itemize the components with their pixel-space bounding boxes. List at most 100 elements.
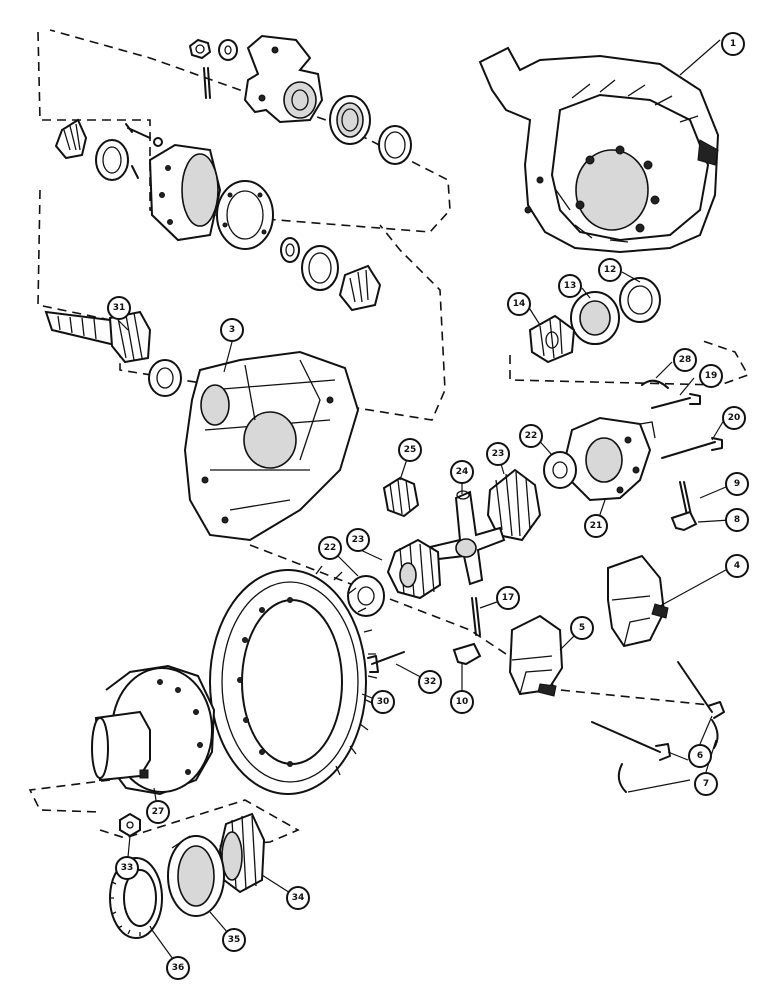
callout-number: 4 [734,561,740,571]
assembled-differential [478,46,720,254]
drive-pinion [44,310,152,364]
callout-number: 31 [113,303,126,313]
oil-seal [329,95,371,145]
bearing-cup-small [95,139,129,181]
callout-number: 5 [579,623,585,633]
lock-plate-10 [452,642,482,666]
callout-number: 25 [404,445,417,455]
yoke-cotter-pin [203,67,211,99]
callout-32: 32 [418,670,442,694]
bearing-cup-12 [619,277,661,323]
callout-19: 19 [699,364,723,388]
callout-number: 36 [172,963,185,973]
callout-number: 6 [697,751,703,761]
callout-14: 14 [507,292,531,316]
callout-35: 35 [222,928,246,952]
lock-wire-7-lower [617,763,627,793]
group-outline-bearing-right [509,339,750,386]
callout-25: 25 [398,438,422,462]
callout-36: 36 [166,956,190,980]
differential-carrier-housing [183,350,360,542]
callout-number: 7 [703,779,709,789]
bearing-cap-4 [607,554,669,648]
cotter-pin-17 [471,597,481,636]
diff-case-left-27 [91,664,216,796]
callout-22-right: 22 [519,424,543,448]
lock-wire-28 [641,379,669,389]
callout-number: 19 [705,371,718,381]
callout-number: 17 [502,593,515,603]
callout-9: 9 [725,472,749,496]
callout-3: 3 [220,318,244,342]
cage-cap-screw [125,123,151,139]
ring-gear-30 [209,565,378,795]
side-gear-23-right [486,468,542,542]
yoke-washer [218,39,238,61]
group-outline-pinion-cage [37,29,451,233]
callout-number: 23 [352,535,365,545]
group-outline-pinion-housing [37,189,446,421]
callout-24: 24 [450,460,474,484]
callout-17: 17 [496,586,520,610]
lock-plate-8 [670,510,698,532]
callout-22-left: 22 [318,536,342,560]
spacer-ring [280,237,300,263]
callout-number: 32 [424,677,437,687]
callout-23-right: 23 [486,442,510,466]
yoke-flange [243,34,324,124]
pilot-bearing [148,359,182,397]
callout-number: 13 [564,281,577,291]
bearing-cone-small [54,118,88,160]
callout-13: 13 [558,274,582,298]
side-gear-23-left [386,538,442,600]
callout-number: 22 [324,543,337,553]
diff-case-half-21 [564,416,656,502]
callout-number: 23 [492,449,505,459]
callout-number: 1 [730,39,736,49]
callout-20: 20 [722,406,746,430]
cap-screw-6-lower [591,721,671,761]
callout-8: 8 [725,508,749,532]
callout-number: 14 [513,299,526,309]
callout-1: 1 [721,32,745,56]
bearing-cup-35 [167,835,225,917]
callout-28: 28 [673,348,697,372]
bolt-19 [651,393,701,409]
bearing-cone-34 [218,812,266,894]
cage-lock-washer [153,137,163,147]
yoke-nut [188,38,212,60]
callout-number: 28 [679,355,692,365]
pinion-gear-25 [382,476,420,518]
bearing-cup-outer [301,245,339,291]
bolt-20 [661,437,723,459]
callout-number: 20 [728,413,741,423]
ring-gear-bolt-32 [367,651,405,673]
callout-number: 8 [734,515,740,525]
bearing-cup-13 [570,291,620,345]
callout-27: 27 [146,800,170,824]
seal-retainer-ring [378,125,412,165]
cage-dowel [131,165,139,179]
callout-21: 21 [584,514,608,538]
callout-number: 3 [229,325,235,335]
lock-wire-7-upper [711,719,719,749]
callout-23-left: 23 [346,528,370,552]
callout-12: 12 [598,258,622,282]
callout-5: 5 [570,616,594,640]
callout-30: 30 [371,690,395,714]
bearing-cone-14 [528,314,576,364]
callout-6: 6 [688,744,712,768]
bearing-cone-outer [338,264,382,312]
pinion-bearing-cage [148,143,222,242]
callout-number: 33 [121,863,134,873]
cage-shim [216,180,274,250]
callout-number: 12 [604,265,617,275]
callout-4: 4 [725,554,749,578]
callout-number: 30 [377,697,390,707]
callout-number: 27 [152,807,165,817]
thrust-washer-22-left [347,575,385,617]
callout-number: 9 [734,479,740,489]
callout-10: 10 [450,690,474,714]
callout-33: 33 [115,856,139,880]
